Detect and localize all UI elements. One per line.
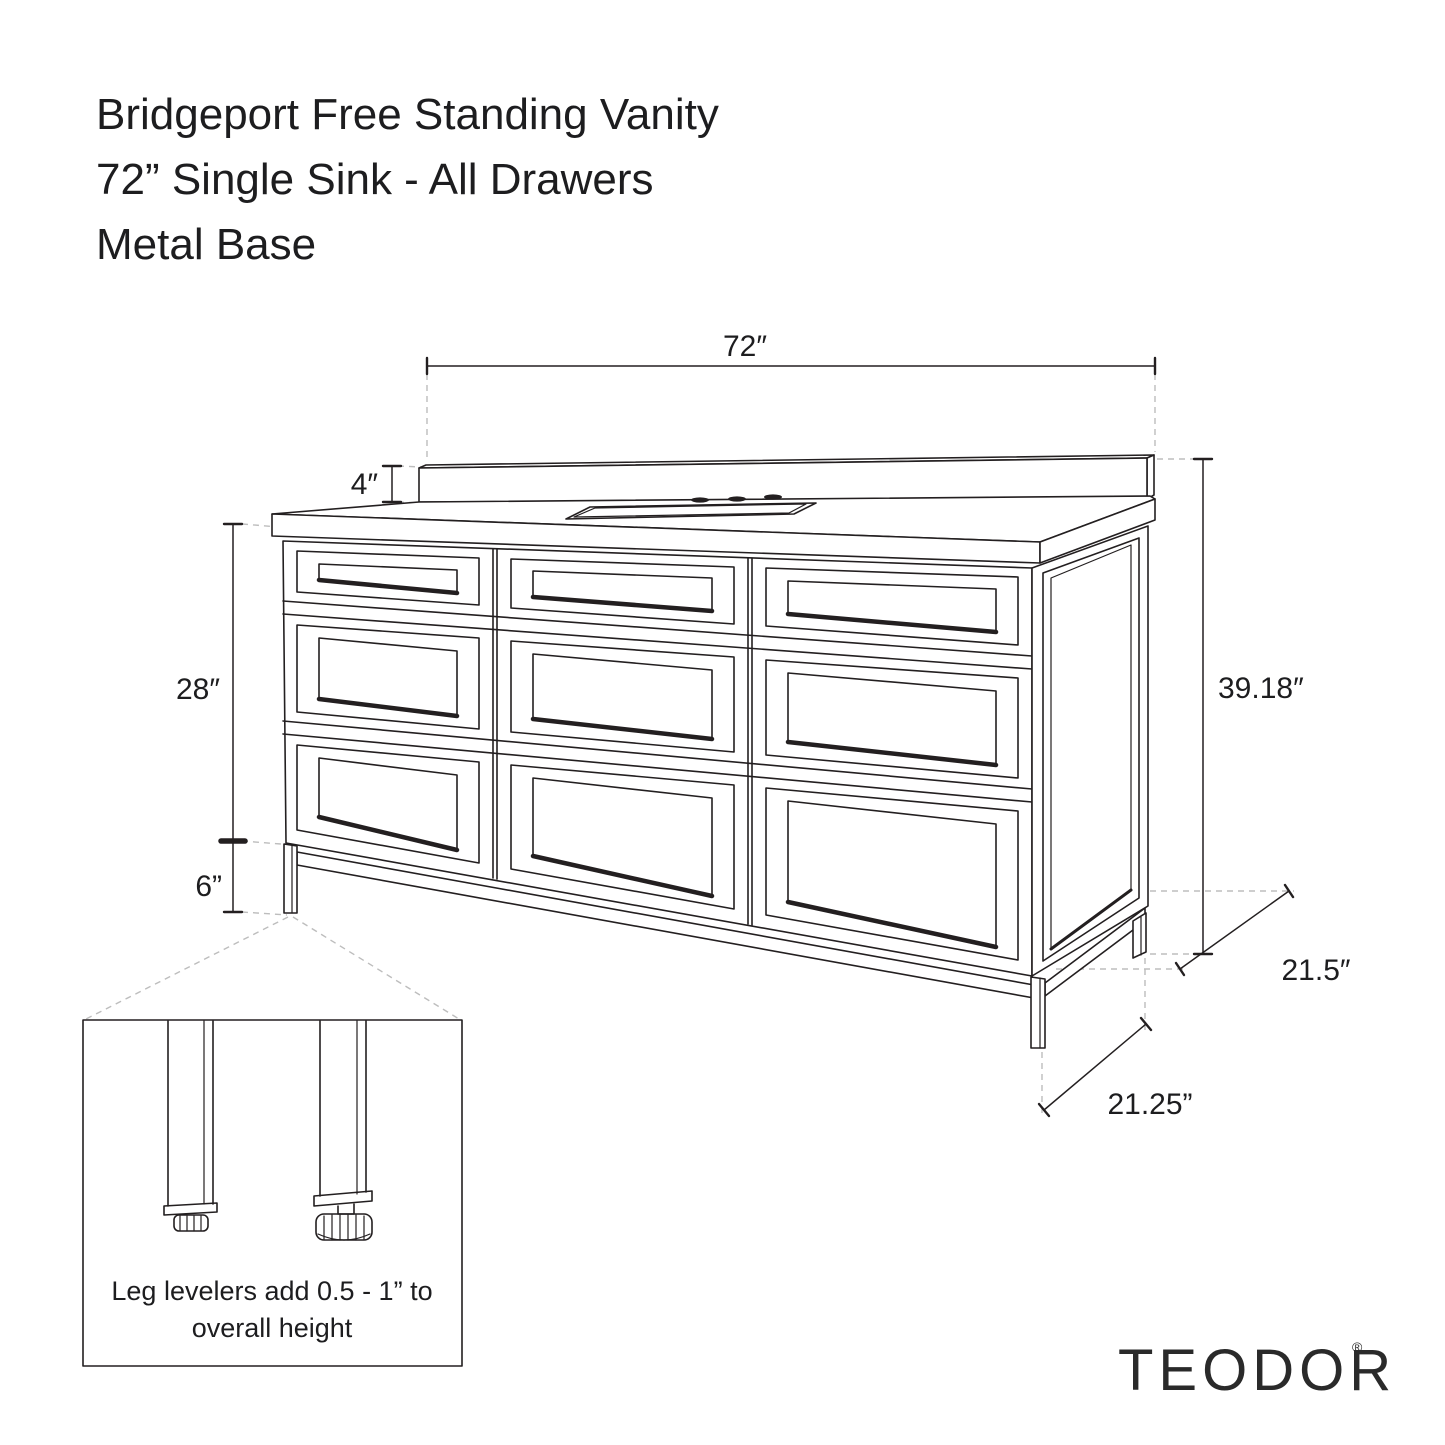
inset-right-leg (313, 1020, 373, 1241)
backsplash (418, 454, 1155, 503)
dimension-backsplash-height: 4″ (351, 464, 403, 504)
inset-note-line2: overall height (192, 1313, 353, 1343)
faucet-hole (691, 497, 709, 503)
drawer-top-right (765, 567, 1019, 646)
registered-trademark-icon: ® (1352, 1339, 1363, 1355)
leg-leveler-small (173, 1214, 209, 1232)
side-panel-outer (1031, 525, 1149, 977)
side-panel (1031, 525, 1149, 977)
drawer-top-center (510, 558, 735, 625)
extension-lines (85, 374, 1294, 1116)
brand-logo: TEODOR ® (1118, 1338, 1396, 1403)
dimension-overall-depth: 21.5″ (1174, 883, 1351, 987)
dimension-cabinet-height: 28″ (176, 522, 248, 844)
backsplash-side-face (1146, 454, 1155, 500)
drawer-grid (296, 550, 1019, 961)
title-line2: 72” Single Sink - All Drawers (96, 155, 654, 204)
metal-base (283, 843, 1147, 1049)
drawer-middle-center (510, 640, 735, 753)
inset-left-leg (163, 1020, 218, 1232)
countertop-side-face (1039, 498, 1156, 564)
dim-label-backsplash-height: 4″ (351, 468, 379, 501)
drawer-bottom-left (296, 744, 480, 864)
dim-label-cabinet-height: 28″ (176, 673, 220, 706)
inset-box (82, 1019, 463, 1367)
title-line3: Metal Base (96, 220, 316, 269)
drawer-middle-right (765, 659, 1019, 779)
title-line1: Bridgeport Free Standing Vanity (96, 90, 719, 139)
front-left-leg (283, 843, 298, 914)
leg-leveler-large (315, 1213, 373, 1241)
dimension-leg-height: 6” (195, 841, 244, 914)
brand-logo-text: TEODOR (1118, 1338, 1396, 1403)
dimension-base-depth: 21.25” (1037, 1016, 1193, 1121)
dim-label-top-width: 72″ (723, 330, 767, 363)
leg-detail-inset: Leg levelers add 0.5 - 1” to overall hei… (82, 1019, 463, 1367)
drawer-bottom-right (765, 787, 1019, 961)
dim-label-base-depth: 21.25” (1107, 1088, 1192, 1121)
drawer-bottom-center (510, 764, 735, 910)
dim-label-leg-height: 6” (195, 870, 222, 903)
drawer-top-left (296, 550, 480, 606)
sink-cutout (565, 494, 817, 520)
faucet-hole (728, 496, 746, 502)
front-right-leg (1030, 976, 1046, 1049)
inset-note-line1: Leg levelers add 0.5 - 1” to (111, 1276, 432, 1306)
dimension-top-width: 72″ (425, 330, 1157, 376)
drawing-title: Bridgeport Free Standing Vanity 72” Sing… (96, 90, 719, 269)
dimension-overall-height: 39.18″ (1192, 457, 1304, 956)
dim-label-overall-height: 39.18″ (1218, 672, 1304, 705)
cabinet-front (282, 540, 1033, 977)
dim-label-overall-depth: 21.5″ (1281, 954, 1350, 987)
rear-right-leg (1132, 912, 1147, 959)
faucet-hole (764, 494, 782, 500)
countertop (271, 494, 1156, 564)
drawer-middle-left (296, 624, 480, 730)
